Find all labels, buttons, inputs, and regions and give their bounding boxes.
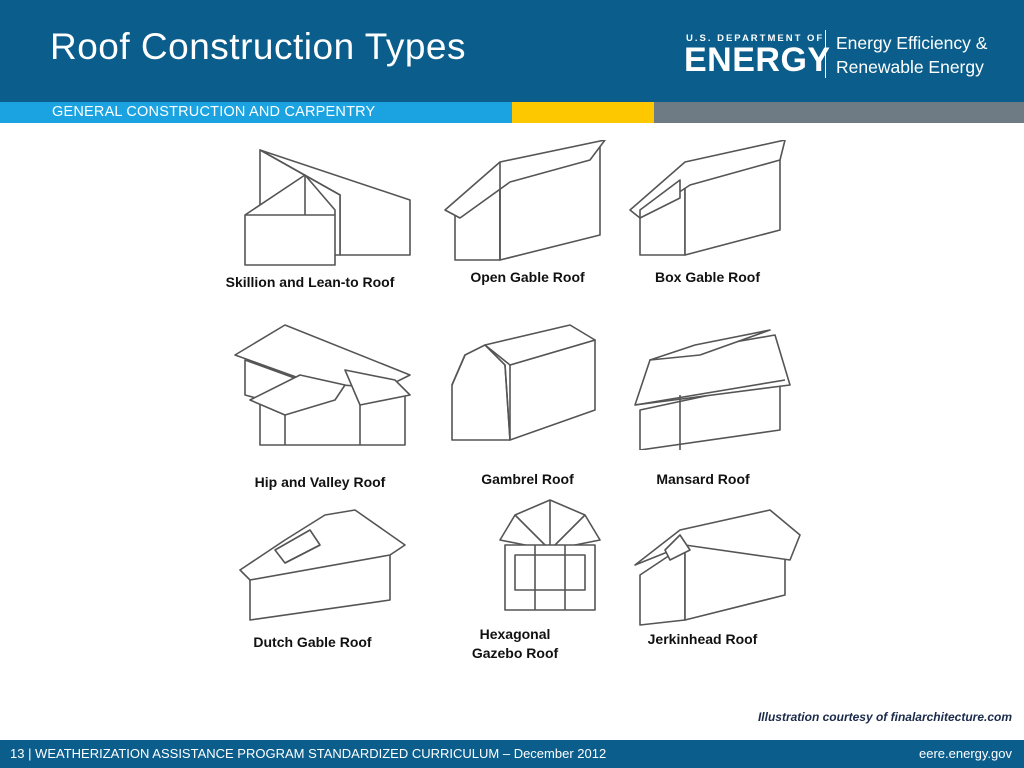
roof-label: Gambrel Roof xyxy=(481,471,574,487)
footer-bar xyxy=(0,740,1024,768)
doe-logo-text: ENERGY xyxy=(684,41,831,79)
roof-label: Open Gable Roof xyxy=(470,269,585,285)
section-title: GENERAL CONSTRUCTION AND CARPENTRY xyxy=(52,104,376,120)
page-title: Roof Construction Types xyxy=(50,26,466,67)
roof-label: Jerkinhead Roof xyxy=(647,631,758,647)
illustration-credit: Illustration courtesy of finalarchitectu… xyxy=(757,710,1012,724)
section-band-blue xyxy=(0,102,512,123)
jerkinhead-roof-icon xyxy=(625,505,815,635)
footer-url: eere.energy.gov xyxy=(919,746,1012,761)
roof-label-line1: Hexagonal xyxy=(479,626,551,642)
roof-label: Hexagonal Gazebo Roof xyxy=(455,625,575,663)
header-bar xyxy=(0,0,1024,102)
office-name-line2: Renewable Energy xyxy=(836,57,984,77)
hip-valley-roof-icon xyxy=(225,320,415,450)
skillion-roof-icon xyxy=(225,140,415,270)
roof-label-line2: Gazebo Roof xyxy=(471,645,559,661)
footer-text: 13 | WEATHERIZATION ASSISTANCE PROGRAM S… xyxy=(10,746,607,761)
open-gable-roof-icon xyxy=(440,140,630,270)
section-band-yellow xyxy=(512,102,654,123)
mansard-roof-icon xyxy=(625,320,815,450)
roof-label: Hip and Valley Roof xyxy=(254,474,386,490)
gambrel-roof-icon xyxy=(440,320,630,450)
office-name-line1: Energy Efficiency & xyxy=(836,33,988,53)
dutch-gable-roof-icon xyxy=(225,505,415,635)
doe-logo-small-text: U.S. DEPARTMENT OF xyxy=(686,33,825,44)
roof-label: Skillion and Lean-to Roof xyxy=(225,274,395,290)
roof-label: Dutch Gable Roof xyxy=(253,634,372,650)
roof-label: Mansard Roof xyxy=(656,471,750,487)
roof-label: Box Gable Roof xyxy=(654,269,760,285)
gazebo-roof-icon xyxy=(455,495,645,625)
box-gable-roof-icon xyxy=(625,140,815,270)
section-band-gray xyxy=(654,102,1024,123)
logo-divider xyxy=(825,30,826,78)
